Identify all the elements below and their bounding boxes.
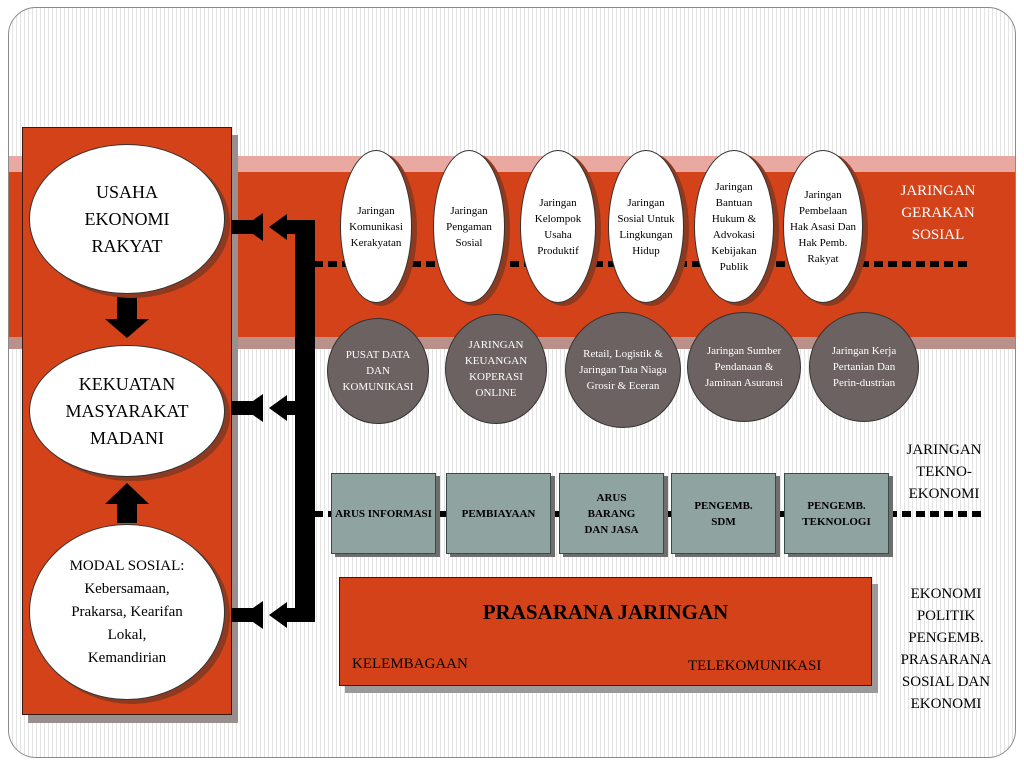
box-label: ARUS BARANG DAN JASA	[584, 491, 639, 536]
oval-jaringan-komunikasi: Jaringan Komunikasi Kerakyatan	[340, 150, 412, 303]
bus-connector-top	[285, 220, 297, 234]
oval-label: JARINGAN KEUANGAN KOPERASI ONLINE	[464, 339, 528, 399]
oval-label: Jaringan Kelompok Usaha Produktif	[534, 196, 582, 257]
box-pengemb-sdm: PENGEMB. SDM	[671, 473, 776, 554]
oval-label: Jaringan Kerja Pertanian Dan Perin-dustr…	[831, 345, 897, 389]
box-pembiayaan: PEMBIAYAAN	[446, 473, 551, 554]
oval-jaringan-sumber-pendanaan: Jaringan Sumber Pendanaan & Jaminan Asur…	[687, 312, 801, 422]
arrow-down-usaha-to-kekuatan	[105, 297, 149, 338]
ellipse-kekuatan-masyarakat-madani: KEKUATAN MASYARAKAT MADANI	[29, 345, 225, 477]
box-arus-barang: ARUS BARANG DAN JASA	[559, 473, 664, 554]
oval-jaringan-pengaman: Jaringan Pengaman Sosial	[433, 150, 505, 303]
oval-label: Jaringan Pembelaan Hak Asasi Dan Hak Pem…	[790, 188, 856, 265]
vertical-bus	[295, 220, 315, 622]
oval-label: Jaringan Komunikasi Kerakyatan	[349, 204, 403, 249]
box-label: PENGEMB. SDM	[694, 499, 753, 528]
box-label: PENGEMB. TEKNOLOGI	[802, 499, 871, 528]
prasarana-telekomunikasi: TELEKOMUNIKASI	[688, 658, 822, 674]
arrow-head-bottom-2	[269, 602, 287, 628]
oval-jaringan-bantuan-hukum: Jaringan Bantuan Hukum & Advokasi Kebija…	[694, 150, 774, 303]
connector-arrows	[105, 213, 315, 629]
ellipse-modal-sosial: MODAL SOSIAL: Kebersamaan, Prakarsa, Kea…	[29, 524, 225, 700]
bus-connector-bottom	[285, 608, 297, 622]
usaha-label: USAHA EKONOMI RAKYAT	[84, 181, 170, 256]
oval-jaringan-kelompok-usaha: Jaringan Kelompok Usaha Produktif	[520, 150, 596, 303]
band-top-highlight	[9, 156, 1015, 172]
modal-items: Kebersamaan, Prakarsa, Kearifan Lokal, K…	[71, 580, 183, 666]
bus-connector-mid	[285, 401, 297, 415]
prasarana-jaringan-box: PRASARANA JARINGAN KELEMBAGAAN TELEKOMUN…	[339, 577, 872, 686]
arrow-left-bottom	[243, 601, 263, 629]
oval-jaringan-pembelaan-hak: Jaringan Pembelaan Hak Asasi Dan Hak Pem…	[783, 150, 863, 303]
prasarana-title: PRASARANA JARINGAN	[482, 600, 729, 624]
oval-label: Jaringan Pengaman Sosial	[446, 204, 492, 249]
box-arus-informasi: ARUS INFORMASI	[331, 473, 436, 554]
oval-label: Jaringan Sosial Untuk Lingkungan Hidup	[617, 196, 675, 257]
box-label: ARUS INFORMASI	[335, 507, 432, 520]
oval-jaringan-keuangan: JARINGAN KEUANGAN KOPERASI ONLINE	[445, 314, 547, 424]
arrow-head-mid-2	[269, 395, 287, 421]
label-ekonomi-politik: EKONOMI POLITIK PENGEMB. PRASARANA SOSIA…	[900, 586, 992, 712]
oval-jaringan-kerja-pertanian: Jaringan Kerja Pertanian Dan Perin-dustr…	[809, 312, 919, 422]
label-jaringan-tekno-ekonomi: JARINGAN TEKNO-EKONOMI	[906, 442, 982, 502]
prasarana-kelembagaan: KELEMBAGAAN	[352, 656, 468, 672]
arrow-up-modal-to-kekuatan	[105, 483, 149, 523]
oval-label: PUSAT DATA DAN KOMUNIKASI	[342, 349, 414, 393]
label-jaringan-gerakan-sosial: JARINGAN GERAKAN SOSIAL	[900, 183, 976, 243]
arrow-left-top	[243, 213, 263, 241]
oval-retail-logistik: Retail, Logistik & Jaringan Tata Niaga G…	[565, 312, 681, 428]
oval-label: Jaringan Sumber Pendanaan & Jaminan Asur…	[705, 345, 783, 389]
arrow-left-mid	[243, 394, 263, 422]
kekuatan-label: KEKUATAN MASYARAKAT MADANI	[65, 373, 189, 448]
oval-pusat-data: PUSAT DATA DAN KOMUNIKASI	[327, 318, 429, 424]
arrow-head-top-2	[269, 214, 287, 240]
slide: USAHA EKONOMI RAKYAT KEKUATAN MASYARAKAT…	[8, 7, 1016, 758]
oval-label: Retail, Logistik & Jaringan Tata Niaga G…	[579, 348, 667, 392]
modal-title: MODAL SOSIAL:	[69, 557, 185, 574]
box-pengemb-teknologi: PENGEMB. TEKNOLOGI	[784, 473, 889, 554]
oval-label: Jaringan Bantuan Hukum & Advokasi Kebija…	[711, 180, 757, 273]
ellipse-usaha-ekonomi-rakyat: USAHA EKONOMI RAKYAT	[29, 144, 225, 294]
oval-jaringan-sosial-lingkungan: Jaringan Sosial Untuk Lingkungan Hidup	[608, 150, 684, 303]
box-label: PEMBIAYAAN	[461, 507, 536, 520]
